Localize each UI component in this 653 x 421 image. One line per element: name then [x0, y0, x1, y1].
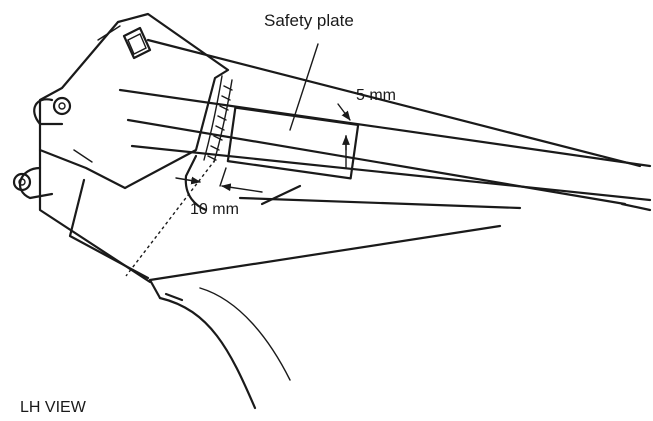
head-pipe-gusset — [38, 12, 230, 190]
main-frame-tube — [118, 38, 652, 212]
safety-plate-label: Safety plate — [264, 11, 354, 30]
safety-plate — [226, 106, 360, 180]
down-tube — [148, 154, 522, 410]
view-label: LH VIEW — [20, 399, 87, 416]
lower-mount-hole — [12, 172, 32, 192]
hidden-line — [125, 159, 216, 277]
dimension-5mm — [337, 103, 351, 169]
top-cap — [122, 26, 152, 60]
weld-bead — [203, 75, 233, 163]
dimension-10mm — [175, 167, 263, 193]
safety-plate-leader — [289, 43, 319, 131]
upper-mount-hole — [52, 96, 72, 116]
mounting-ears — [12, 96, 72, 200]
dimension-10mm-label: 10 mm — [190, 201, 239, 218]
dimension-5mm-label: 5 mm — [356, 87, 396, 104]
head-lower-face — [38, 148, 152, 284]
